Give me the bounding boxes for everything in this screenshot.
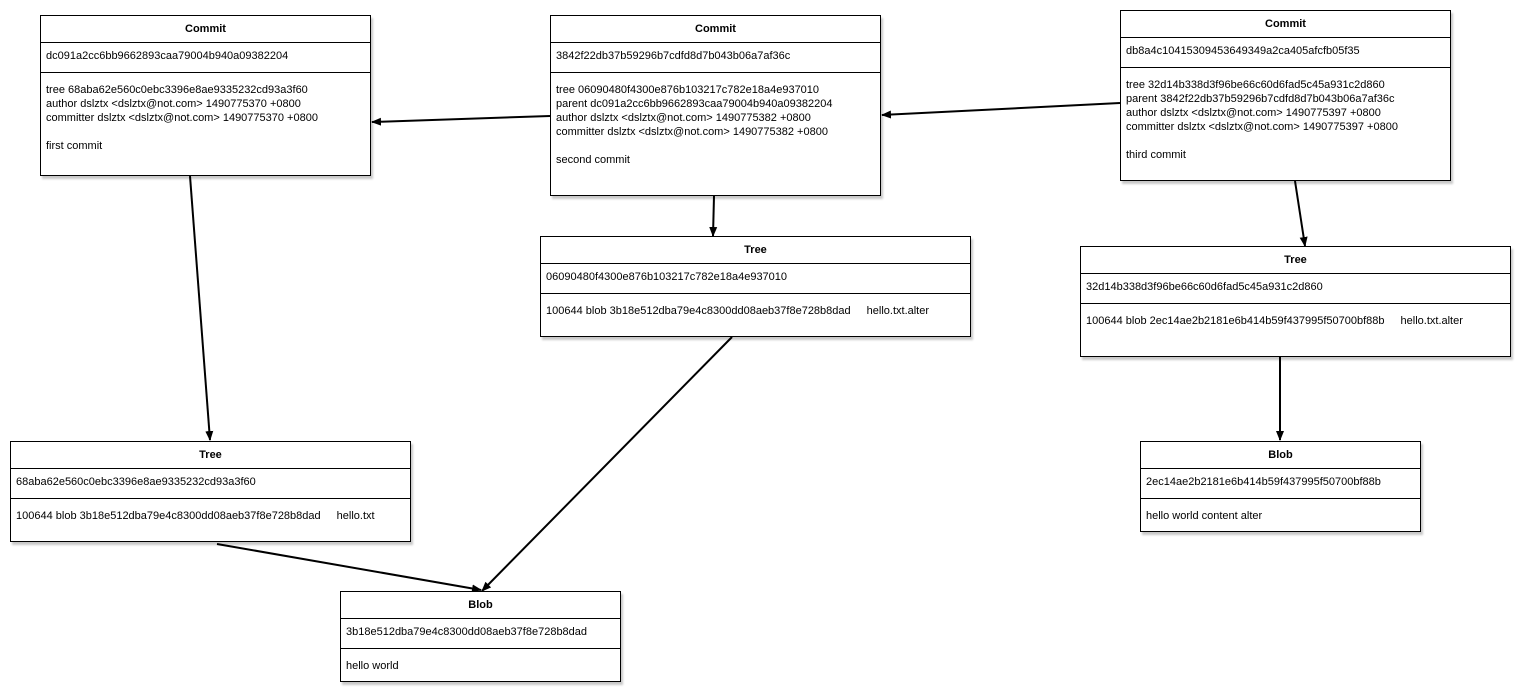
commit-committer-line: committer dslztx <dslztx@not.com> 149077… [1126,121,1398,133]
edge-commit2-to-tree2 [709,195,718,237]
tree-entry: 100644 blob 3b18e512dba79e4c8300dd08aeb3… [546,304,965,318]
blob-node-first[interactable]: Blob 3b18e512dba79e4c8300dd08aeb37f8e728… [340,591,621,682]
commit-body: tree 68aba62e560c0ebc3396e8ae9335232cd93… [41,73,370,153]
tree-body: 100644 blob 3b18e512dba79e4c8300dd08aeb3… [11,499,410,523]
tree-title: Tree [11,442,410,469]
commit-message: third commit [1126,149,1186,161]
tree-node-third[interactable]: Tree 32d14b338d3f96be66c60d6fad5c45a931c… [1080,246,1511,357]
blob-title: Blob [341,592,620,619]
tree-hash: 68aba62e560c0ebc3396e8ae9335232cd93a3f60 [11,469,410,499]
commit-hash: 3842f22db37b59296b7cdfd8d7b043b06a7af36c [551,43,880,73]
commit-node-second[interactable]: Commit 3842f22db37b59296b7cdfd8d7b043b06… [550,15,881,196]
tree-entry-filename: hello.txt [336,510,375,522]
blob-body: hello world content alter [1141,499,1420,523]
tree-entry-blob: 100644 blob 3b18e512dba79e4c8300dd08aeb3… [16,510,321,522]
tree-entry: 100644 blob 2ec14ae2b2181e6b414b59f43799… [1086,314,1505,328]
tree-node-first[interactable]: Tree 68aba62e560c0ebc3396e8ae9335232cd93… [10,441,411,542]
edge-tree1-to-blob1 [216,543,482,593]
commit-committer-line: committer dslztx <dslztx@not.com> 149077… [46,112,318,124]
tree-title: Tree [541,237,970,264]
blob-content: hello world content alter [1146,510,1263,522]
commit-parent-line: parent 3842f22db37b59296b7cdfd8d7b043b06… [1126,93,1395,105]
edge-commit3-to-commit2 [881,102,1121,119]
edge-tree2-to-blob1 [481,336,733,592]
blob-hash: 3b18e512dba79e4c8300dd08aeb37f8e728b8dad [341,619,620,649]
commit-author-line: author dslztx <dslztx@not.com> 149077537… [46,98,301,110]
tree-body: 100644 blob 3b18e512dba79e4c8300dd08aeb3… [541,294,970,318]
commit-committer-line: committer dslztx <dslztx@not.com> 149077… [556,126,828,138]
commit-node-third[interactable]: Commit db8a4c10415309453649349a2ca405afc… [1120,10,1451,181]
blob-title: Blob [1141,442,1420,469]
commit-parent-line: parent dc091a2cc6bb9662893caa79004b940a0… [556,98,833,110]
blob-content: hello world [346,660,399,672]
blob-hash: 2ec14ae2b2181e6b414b59f437995f50700bf88b [1141,469,1420,499]
commit-author-line: author dslztx <dslztx@not.com> 149077539… [1126,107,1381,119]
commit-tree-line: tree 32d14b338d3f96be66c60d6fad5c45a931c… [1126,79,1385,91]
edge-commit1-to-tree1 [189,175,214,441]
blob-body: hello world [341,649,620,673]
tree-hash: 06090480f4300e876b103217c782e18a4e937010 [541,264,970,294]
commit-body: tree 06090480f4300e876b103217c782e18a4e9… [551,73,880,167]
edge-commit3-to-tree3 [1294,180,1308,247]
tree-entry-filename: hello.txt.alter [1400,315,1463,327]
commit-title: Commit [41,16,370,43]
commit-title: Commit [1121,11,1450,38]
tree-hash: 32d14b338d3f96be66c60d6fad5c45a931c2d860 [1081,274,1510,304]
blob-node-second[interactable]: Blob 2ec14ae2b2181e6b414b59f437995f50700… [1140,441,1421,532]
tree-entry-blob: 100644 blob 2ec14ae2b2181e6b414b59f43799… [1086,315,1385,327]
commit-body: tree 32d14b338d3f96be66c60d6fad5c45a931c… [1121,68,1450,162]
commit-author-line: author dslztx <dslztx@not.com> 149077538… [556,112,811,124]
commit-tree-line: tree 68aba62e560c0ebc3396e8ae9335232cd93… [46,84,308,96]
tree-entry-blob: 100644 blob 3b18e512dba79e4c8300dd08aeb3… [546,305,851,317]
commit-hash: dc091a2cc6bb9662893caa79004b940a09382204 [41,43,370,73]
edge-commit2-to-commit1 [371,115,551,126]
tree-title: Tree [1081,247,1510,274]
commit-tree-line: tree 06090480f4300e876b103217c782e18a4e9… [556,84,820,96]
commit-message: first commit [46,140,103,152]
commit-hash: db8a4c10415309453649349a2ca405afcfb05f35 [1121,38,1450,68]
tree-entry: 100644 blob 3b18e512dba79e4c8300dd08aeb3… [16,509,405,523]
commit-node-first[interactable]: Commit dc091a2cc6bb9662893caa79004b940a0… [40,15,371,176]
tree-body: 100644 blob 2ec14ae2b2181e6b414b59f43799… [1081,304,1510,328]
tree-node-second[interactable]: Tree 06090480f4300e876b103217c782e18a4e9… [540,236,971,337]
tree-entry-filename: hello.txt.alter [866,305,930,317]
commit-message: second commit [556,154,630,166]
commit-title: Commit [551,16,880,43]
